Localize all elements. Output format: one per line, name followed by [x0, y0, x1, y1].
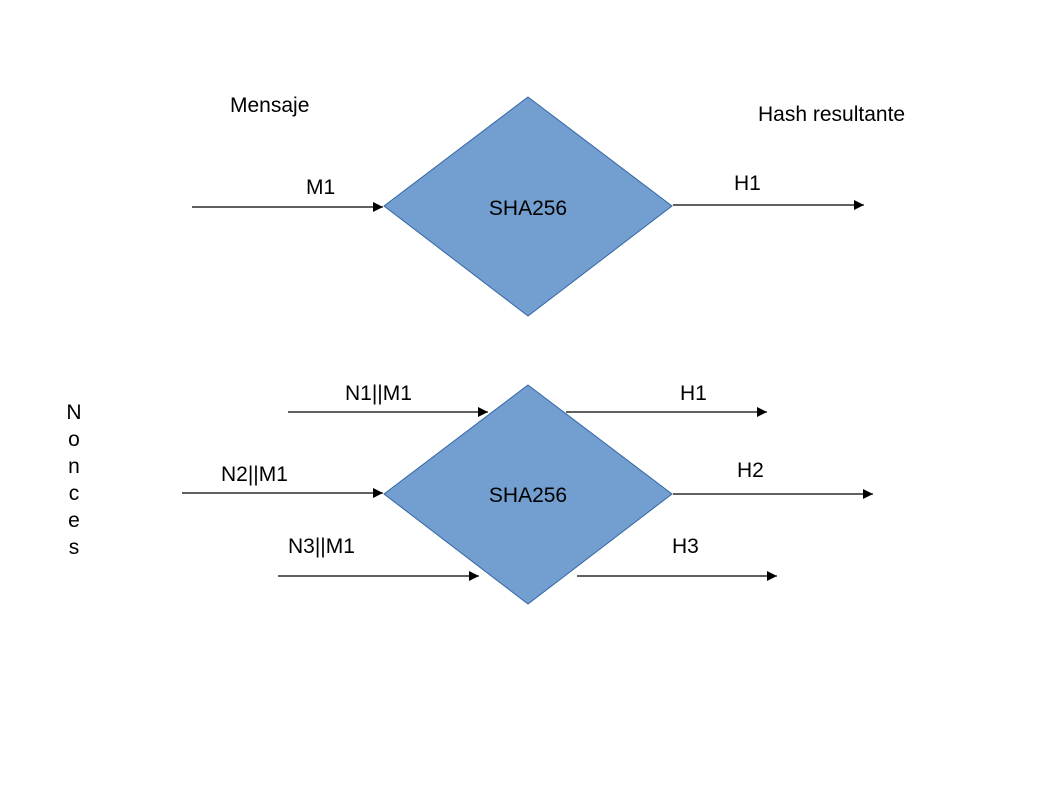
sha256-diamond-bottom	[383, 384, 673, 605]
result-hash-label: Hash resultante	[758, 103, 905, 126]
sha256-label-top: SHA256	[489, 197, 567, 220]
output-label-h3: H3	[672, 535, 699, 558]
input-label-n1m1: N1||M1	[345, 382, 412, 405]
nonces-letter: o	[68, 428, 80, 451]
input-label-m1: M1	[306, 176, 335, 199]
nonces-letter: N	[66, 401, 81, 424]
nonces-letter: e	[68, 509, 80, 532]
nonces-letter: s	[69, 536, 80, 559]
sha256-diamond-top	[383, 96, 673, 317]
nonces-letter: c	[69, 482, 80, 505]
sha256-label-bottom: SHA256	[489, 484, 567, 507]
output-label-h1-top: H1	[734, 172, 761, 195]
input-label-n3m1: N3||M1	[288, 535, 355, 558]
output-label-h1-bottom: H1	[680, 382, 707, 405]
output-label-h2: H2	[737, 459, 764, 482]
nonces-letter: n	[68, 455, 80, 478]
input-label-n2m1: N2||M1	[221, 463, 288, 486]
nonces-vertical-label: N o n c e s	[66, 401, 81, 559]
message-label: Mensaje	[230, 94, 309, 117]
